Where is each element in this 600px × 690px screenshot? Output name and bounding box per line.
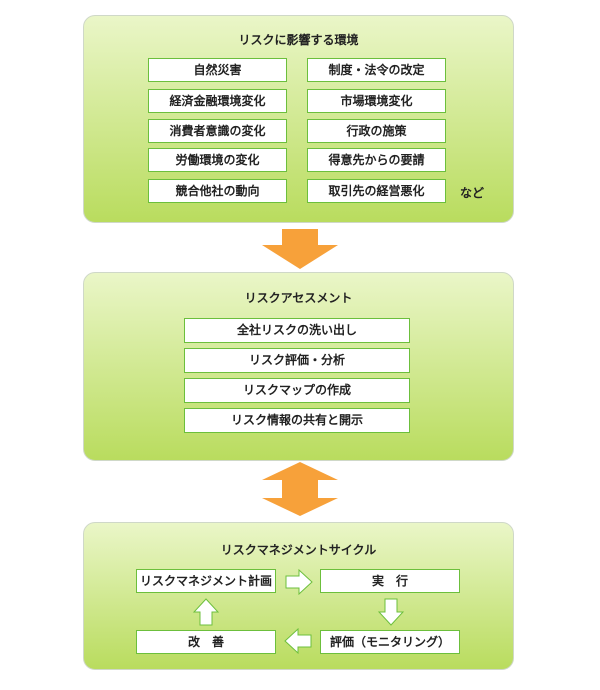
environment-title: リスクに影響する環境 — [238, 33, 359, 47]
env-item: 経済金融環境変化 — [148, 89, 287, 113]
left-arrow-icon — [284, 628, 312, 654]
env-item: 自然災害 — [148, 58, 287, 82]
up-arrow-icon — [193, 598, 219, 626]
act-box: 改 善 — [136, 630, 276, 654]
env-item: 制度・法令の改定 — [307, 58, 446, 82]
down-arrow-icon — [262, 229, 338, 269]
env-item: 取引先の経営悪化 — [307, 179, 446, 203]
env-item: 消費者意識の変化 — [148, 119, 287, 143]
assessment-title: リスクアセスメント — [244, 291, 353, 305]
env-item: 競合他社の動向 — [148, 179, 287, 203]
right-arrow-icon — [285, 569, 313, 595]
env-item: 得意先からの要請 — [307, 148, 446, 172]
env-item: 労働環境の変化 — [148, 148, 287, 172]
plan-box: リスクマネジメント計画 — [136, 569, 276, 593]
double-arrow-icon — [262, 462, 338, 516]
assessment-item: リスクマップの作成 — [184, 378, 410, 403]
assessment-item: 全社リスクの洗い出し — [184, 318, 410, 343]
env-item: 行政の施策 — [307, 119, 446, 143]
assessment-item: リスク情報の共有と開示 — [184, 408, 410, 433]
env-item: 市場環境変化 — [307, 89, 446, 113]
check-box: 評価（モニタリング） — [320, 630, 460, 654]
down-arrow-small-icon — [378, 598, 404, 626]
etc-note: など — [460, 186, 485, 200]
do-box: 実 行 — [320, 569, 460, 593]
cycle-title: リスクマネジメントサイクル — [220, 543, 377, 557]
assessment-item: リスク評価・分析 — [184, 348, 410, 373]
